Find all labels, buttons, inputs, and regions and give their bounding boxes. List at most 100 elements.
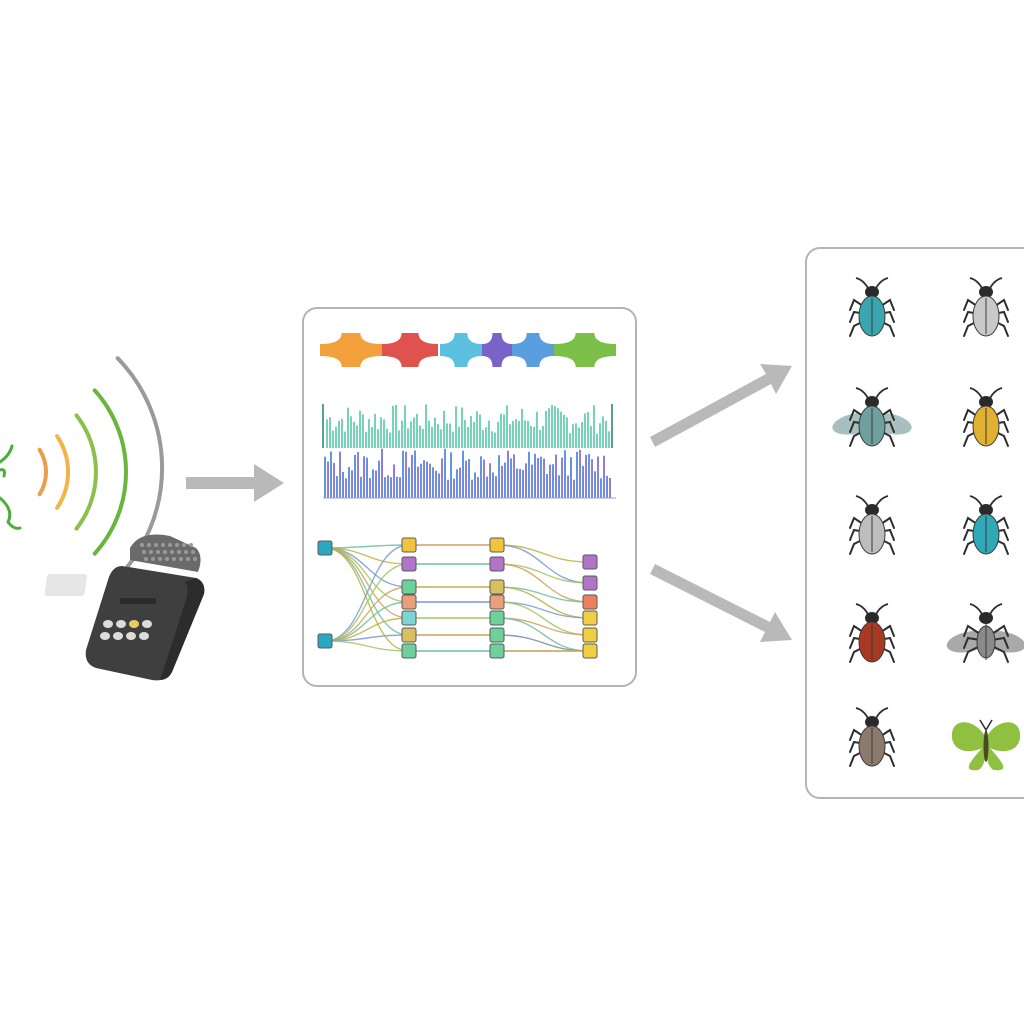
- spectrogram-bar: [383, 419, 385, 448]
- beetle-icon: [849, 603, 895, 663]
- network-node: [489, 537, 505, 553]
- spectrogram-bar: [344, 431, 346, 448]
- butterfly-icon: [951, 719, 1021, 771]
- spectrogram-bar: [438, 473, 440, 498]
- spectrogram-bar: [470, 415, 472, 448]
- spectrogram-bar: [329, 417, 331, 448]
- network-edge: [324, 640, 410, 652]
- spectrogram-bar: [393, 464, 395, 498]
- arrow-processing-to-classification-upper: [650, 364, 792, 447]
- spectrogram-bar: [341, 418, 343, 448]
- recorder-button: [129, 620, 139, 628]
- spectrogram-bar: [419, 425, 421, 448]
- recorder-button: [126, 632, 136, 640]
- spectrogram-bar: [362, 414, 364, 448]
- spectrogram-bar: [345, 478, 347, 498]
- spectrogram-bar: [441, 458, 443, 498]
- network-node: [489, 643, 505, 659]
- spectrogram-bar: [536, 411, 538, 448]
- spectrogram-bar: [512, 420, 514, 448]
- cricket-icon: [0, 444, 22, 530]
- beetle-icon: [963, 495, 1009, 555]
- spectrogram-bar: [458, 426, 460, 448]
- spectrogram-bar: [582, 465, 584, 498]
- spectrogram-bar: [609, 477, 611, 498]
- arrow-processing-to-classification-lower: [650, 564, 792, 642]
- spectrogram-bar: [464, 419, 466, 448]
- spectrogram-bar: [357, 452, 359, 498]
- spectrogram-bar: [452, 431, 454, 448]
- spectrogram-bar: [447, 479, 449, 498]
- spectrogram-bar: [413, 417, 415, 448]
- spectrogram-bar: [333, 462, 335, 498]
- spectrogram-bar: [411, 454, 413, 498]
- spectrogram-bar: [471, 479, 473, 498]
- spectrogram-bar: [369, 478, 371, 498]
- spectrogram-bar: [368, 419, 370, 448]
- spectrogram-bar: [519, 468, 521, 498]
- grille-dot: [161, 543, 165, 547]
- grille-dot: [149, 550, 153, 554]
- network-node: [489, 610, 505, 626]
- network-node: [401, 627, 417, 643]
- spectrogram-bar: [588, 453, 590, 498]
- spectrogram-bar: [591, 459, 593, 498]
- grille-dot: [193, 557, 197, 561]
- spectrogram-bar: [336, 476, 338, 498]
- spectrogram-bar: [555, 454, 557, 498]
- grille-dot: [158, 557, 162, 561]
- network-node: [582, 627, 598, 643]
- spectrogram-bar: [426, 461, 428, 498]
- spectrogram-bar: [488, 420, 490, 448]
- spectrogram-bar: [507, 450, 509, 498]
- spectrogram-bar: [350, 416, 352, 448]
- classification-stage: [805, 247, 1024, 799]
- spectrogram-bar: [506, 405, 508, 448]
- audio-segment: [554, 333, 616, 367]
- spectrogram-bar: [449, 423, 451, 448]
- recorder-button: [116, 620, 126, 628]
- spectrogram-bar: [374, 413, 376, 448]
- recorder-button: [103, 620, 113, 628]
- grille-dot: [156, 550, 160, 554]
- grille-dot: [182, 543, 186, 547]
- spectrogram-bar: [537, 458, 539, 498]
- spectrogram-top: [322, 404, 613, 448]
- spectrogram-bar: [474, 472, 476, 498]
- grille-dot: [177, 550, 181, 554]
- grille-dot: [154, 543, 158, 547]
- spectrogram-bar: [444, 448, 446, 498]
- spectrogram-bar: [375, 470, 377, 498]
- spectrogram-bar: [398, 430, 400, 448]
- spectrogram-bar: [432, 467, 434, 498]
- spectrogram-bar: [494, 432, 496, 448]
- spectrogram-bar: [378, 460, 380, 498]
- network-node: [489, 556, 505, 572]
- spectrogram-bar: [509, 424, 511, 448]
- network-node: [489, 627, 505, 643]
- spectrogram-bar: [405, 451, 407, 498]
- spectrogram-bar: [429, 463, 431, 498]
- spectrogram-bar: [558, 475, 560, 498]
- spectrogram-bar: [524, 420, 526, 448]
- spectrogram-bar: [546, 474, 548, 498]
- audio-segment: [320, 333, 382, 367]
- spectrogram-bar: [596, 433, 598, 448]
- spectrogram-bar: [401, 420, 403, 448]
- spectrogram-bar: [570, 457, 572, 498]
- grille-dot: [184, 550, 188, 554]
- sound-wave-arc: [74, 413, 98, 531]
- spectrogram-bar: [492, 472, 494, 498]
- spectrogram-bar: [381, 448, 383, 498]
- spectrogram-bar: [551, 404, 553, 448]
- recorder-keypad: [100, 620, 152, 640]
- spectrogram-bar: [606, 475, 608, 498]
- spectrogram-bar: [575, 423, 577, 448]
- network-node: [582, 554, 598, 570]
- spectrogram-bar: [564, 450, 566, 498]
- network-node: [401, 537, 417, 553]
- spectrogram-bar: [608, 431, 610, 448]
- spectrogram-bar: [390, 477, 392, 498]
- grille-dot: [147, 543, 151, 547]
- spectrogram-bar: [566, 417, 568, 448]
